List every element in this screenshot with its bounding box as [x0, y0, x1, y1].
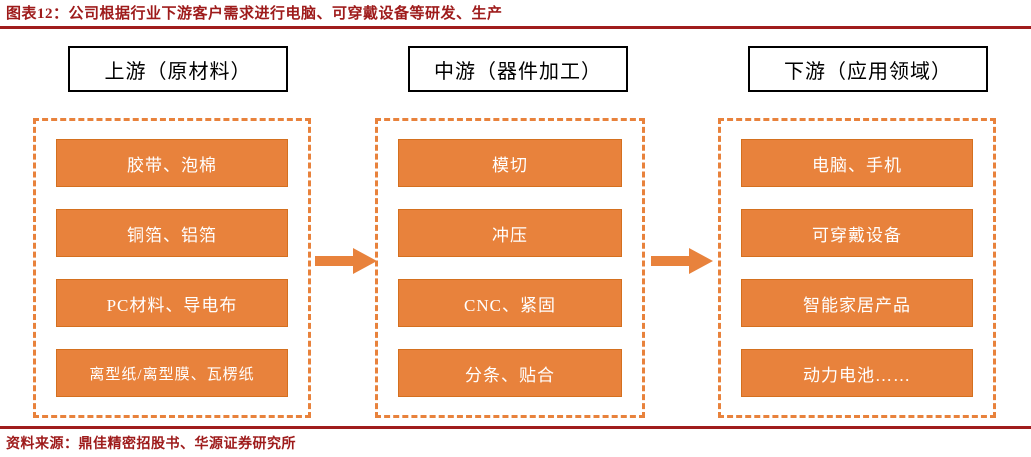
stage-item: 模切 — [398, 139, 622, 187]
source-note: 资料来源：鼎佳精密招股书、华源证券研究所 — [6, 437, 296, 452]
stage-item: 智能家居产品 — [741, 279, 973, 327]
stage-item: 冲压 — [398, 209, 622, 257]
stage-group-upstream: 胶带、泡棉 铜箔、铝箔 PC材料、导电布 离型纸/离型膜、瓦楞纸 — [33, 118, 311, 418]
stage-item: 分条、贴合 — [398, 349, 622, 397]
stage-header-label: 上游（原材料） — [104, 60, 252, 83]
stage-item: 动力电池…… — [741, 349, 973, 397]
stage-item: PC材料、导电布 — [56, 279, 288, 327]
page-title: 图表12：公司根据行业下游客户需求进行电脑、可穿戴设备等研发、生产 — [6, 6, 503, 22]
stage-header-downstream: 下游（应用领域） — [748, 46, 988, 92]
stage-item: 可穿戴设备 — [741, 209, 973, 257]
stage-item-label: PC材料、导电布 — [106, 295, 238, 315]
arrow-right-icon-upstream-to-midstream — [315, 248, 377, 274]
stage-header-label: 中游（器件加工） — [434, 60, 602, 83]
arrow-right-icon-midstream-to-downstream — [651, 248, 713, 274]
stage-item-label: 动力电池…… — [803, 365, 911, 385]
stage-item: 离型纸/离型膜、瓦楞纸 — [56, 349, 288, 397]
stage-group-midstream: 模切 冲压 CNC、紧固 分条、贴合 — [375, 118, 645, 418]
stage-item-label: 胶带、泡棉 — [127, 155, 217, 175]
stage-header-upstream: 上游（原材料） — [68, 46, 288, 92]
stage-item-label: 模切 — [492, 155, 528, 175]
stage-item-label: CNC、紧固 — [464, 295, 556, 315]
stage-item: 铜箔、铝箔 — [56, 209, 288, 257]
stage-item: 胶带、泡棉 — [56, 139, 288, 187]
stage-item-label: 分条、贴合 — [465, 365, 555, 385]
stage-header-midstream: 中游（器件加工） — [408, 46, 628, 92]
stage-item: CNC、紧固 — [398, 279, 622, 327]
title-bar: 图表12：公司根据行业下游客户需求进行电脑、可穿戴设备等研发、生产 — [0, 0, 1031, 30]
stage-item: 电脑、手机 — [741, 139, 973, 187]
stage-item-label: 冲压 — [492, 225, 528, 245]
stage-item-label: 离型纸/离型膜、瓦楞纸 — [89, 366, 255, 383]
stage-header-label: 下游（应用领域） — [784, 60, 952, 83]
title-divider — [0, 26, 1031, 29]
stage-item-label: 智能家居产品 — [803, 295, 911, 315]
footer-divider — [0, 426, 1031, 429]
stage-item-label: 铜箔、铝箔 — [127, 225, 217, 245]
stage-item-label: 电脑、手机 — [812, 155, 902, 175]
stage-group-downstream: 电脑、手机 可穿戴设备 智能家居产品 动力电池…… — [718, 118, 996, 418]
stage-item-label: 可穿戴设备 — [812, 225, 902, 245]
